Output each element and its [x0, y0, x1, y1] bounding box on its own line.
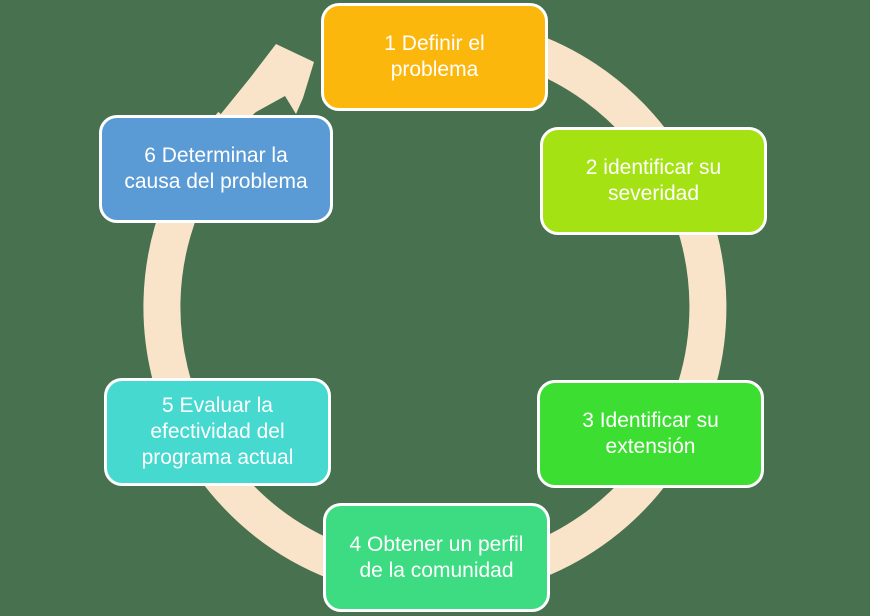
step-label-3: 3 Identificar su extensión [582, 409, 719, 458]
step-label-6: 6 Determinar la causa del problema [124, 144, 308, 193]
cycle-arrowhead-icon [216, 44, 314, 130]
step-label-2: 2 identificar su severidad [585, 156, 722, 205]
step-label-1: 1 Definir el problema [384, 32, 485, 81]
step-label-4: 4 Obtener un perfil de la comunidad [349, 532, 524, 582]
step-box-6: 6 Determinar la causa del problema [99, 115, 333, 223]
step-box-2: 2 identificar su severidad [540, 127, 767, 235]
cycle-ring [143, 15, 727, 599]
step-box-5: 5 Evaluar la efectividad del programa ac… [104, 378, 331, 486]
step-box-4: 4 Obtener un perfil de la comunidad [323, 503, 550, 612]
step-box-1: 1 Definir el problema [321, 3, 548, 111]
step-label-5: 5 Evaluar la efectividad del programa ac… [141, 394, 294, 469]
step-box-3: 3 Identificar su extensión [537, 380, 764, 488]
